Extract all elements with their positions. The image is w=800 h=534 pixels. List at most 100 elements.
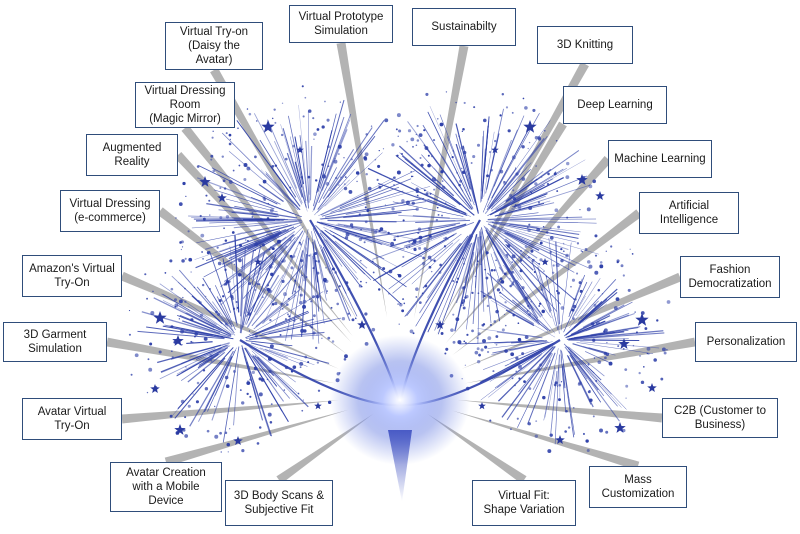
spark-dot	[398, 323, 400, 325]
core-tail	[388, 430, 412, 502]
spark-line	[537, 266, 552, 312]
spark-dot	[228, 142, 232, 146]
spark-dot	[363, 197, 368, 201]
spark-line	[487, 223, 576, 267]
spark-line	[216, 296, 232, 325]
spark-line	[194, 230, 279, 260]
spark-dot	[425, 92, 429, 96]
spark-dot	[192, 341, 194, 344]
spark-dot	[379, 227, 384, 231]
spark-dot	[417, 227, 422, 231]
spark-line	[489, 177, 564, 216]
spark-line	[569, 295, 586, 325]
spark-dot	[653, 358, 657, 362]
spark-line	[490, 225, 575, 273]
spark-dot	[416, 139, 420, 142]
spark-dot	[302, 304, 307, 309]
spark-dot	[217, 261, 222, 266]
spark-dot	[550, 227, 552, 229]
spark-dot	[539, 302, 542, 305]
spark-line	[486, 133, 500, 190]
spark-dot	[418, 301, 422, 304]
spark-line	[571, 356, 588, 380]
spark-line	[373, 234, 455, 282]
spark-line	[282, 128, 307, 208]
spark-dot	[435, 218, 439, 222]
spark-dot	[504, 301, 507, 304]
spark-dot	[497, 278, 500, 282]
label-fashion-democratization: Fashion Democratization	[680, 256, 780, 298]
spark-dot	[411, 163, 413, 165]
spark-line	[494, 235, 561, 305]
star-icon	[357, 320, 367, 329]
spark-dot	[378, 149, 380, 152]
spark-dot	[377, 288, 381, 291]
spark-dot	[511, 111, 514, 114]
spark-dot	[521, 177, 526, 181]
spark-dot	[187, 230, 190, 233]
spark-dot	[302, 299, 307, 304]
spark-dot	[417, 194, 419, 197]
spark-dot	[359, 259, 362, 262]
spark-line	[518, 352, 551, 393]
spark-line	[319, 230, 357, 274]
spark-dot	[606, 332, 608, 334]
spark-dot	[440, 170, 444, 174]
spark-line	[300, 237, 310, 337]
spark-dot	[349, 223, 354, 227]
spark-line	[303, 253, 308, 282]
spark-line	[427, 198, 461, 213]
spark-line	[480, 227, 501, 322]
spark-dot	[538, 368, 541, 371]
spark-dot	[259, 217, 263, 221]
spark-dot	[610, 245, 613, 248]
spark-line	[248, 291, 324, 336]
spark-dot	[504, 324, 507, 327]
spark-dot	[196, 165, 200, 168]
spark-dot	[180, 399, 185, 404]
spark-dot	[266, 378, 269, 381]
star-icon	[296, 146, 304, 154]
spark-dot	[316, 271, 320, 275]
spark-dot	[410, 175, 413, 178]
spark-dot	[202, 257, 205, 260]
spark-dot	[226, 442, 231, 447]
spark-dot	[184, 416, 187, 419]
spark-dot	[518, 365, 522, 369]
spark-line	[253, 294, 297, 330]
spark-dot	[483, 118, 487, 123]
spark-dot	[578, 381, 582, 385]
spark-line	[251, 264, 304, 327]
spark-dot	[260, 378, 265, 382]
spark-dot	[523, 380, 526, 384]
spark-line	[569, 278, 583, 315]
spark-line	[176, 350, 222, 377]
spark-line	[487, 139, 513, 201]
spark-dot	[599, 428, 603, 433]
spark-dot	[476, 347, 480, 351]
spark-dot	[174, 303, 179, 308]
ray-virtual-dressing-room	[181, 125, 353, 337]
spark-line	[310, 253, 314, 340]
spark-line	[222, 258, 237, 324]
spark-dot	[314, 179, 318, 182]
spark-line	[221, 132, 300, 211]
spark-dot	[624, 368, 628, 372]
spark-dot	[290, 266, 294, 270]
spark-dot	[521, 145, 525, 149]
spark-line	[344, 231, 423, 258]
spark-line	[410, 230, 456, 250]
spark-dot	[483, 294, 486, 298]
spark-dot	[501, 328, 505, 332]
spark-line	[329, 127, 373, 192]
spark-line	[251, 318, 299, 336]
star-icon	[217, 193, 227, 202]
spark-line	[462, 145, 479, 212]
spark-line	[242, 236, 296, 299]
spark-dot	[212, 169, 216, 173]
spark-dot	[584, 248, 588, 251]
spark-dot	[543, 271, 545, 273]
spark-line	[560, 242, 572, 331]
spark-line	[427, 111, 472, 202]
spark-dot	[199, 214, 202, 218]
